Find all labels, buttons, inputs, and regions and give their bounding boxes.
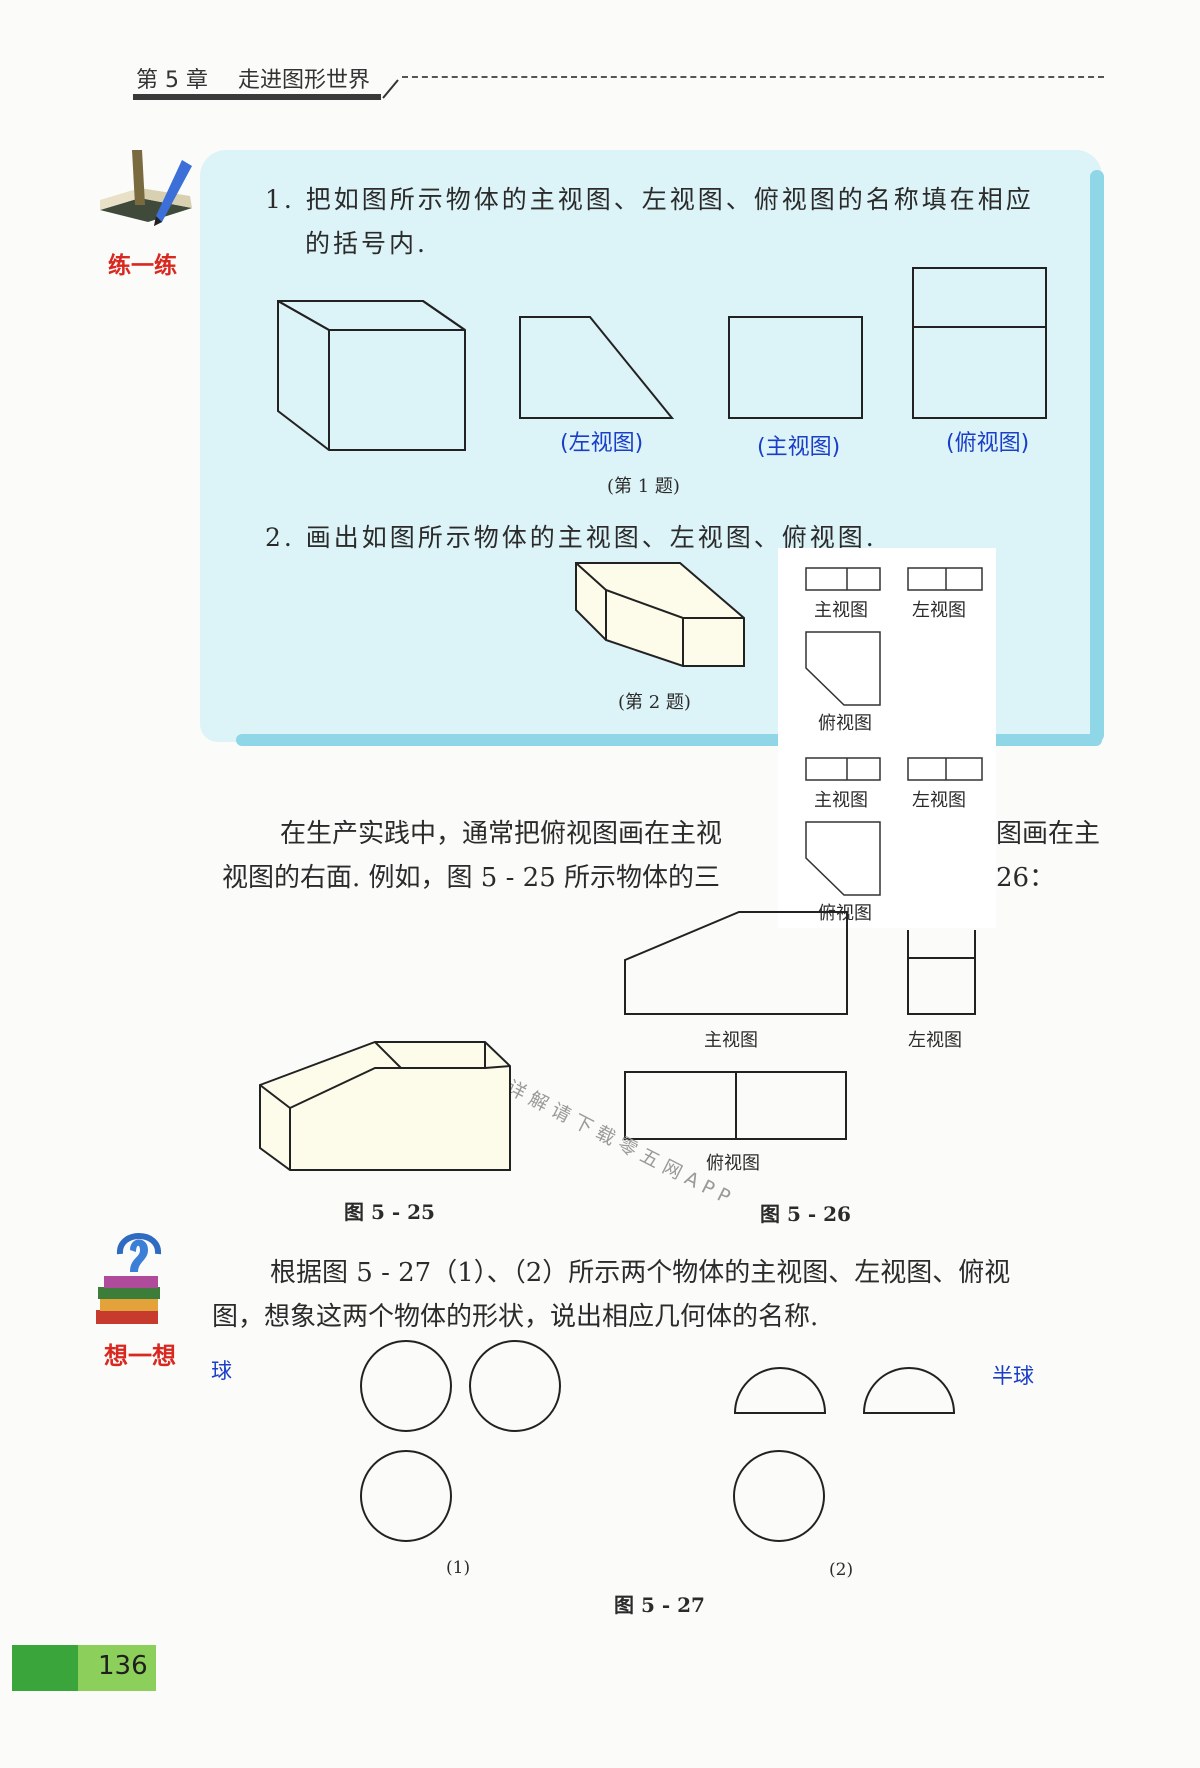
think-badge-label: 想一想 bbox=[104, 1342, 176, 1370]
answer-left-view: (左视图) bbox=[560, 431, 644, 456]
question-1-caption: (第 1 题) bbox=[607, 476, 680, 497]
answer-sketch-panel bbox=[778, 548, 996, 928]
sketch-left-label-2: 左视图 bbox=[912, 790, 966, 811]
body-line-2b: 26： bbox=[996, 863, 1056, 893]
fig27-1-left-circle bbox=[469, 1340, 561, 1432]
chapter-heading: 第 5 章 走进图形世界 bbox=[136, 62, 370, 94]
fig27-2-top-circle bbox=[733, 1450, 825, 1542]
fig27-sub-1: (1) bbox=[446, 1558, 471, 1578]
think-line-1: 根据图 5 - 27（1）、（2）所示两个物体的主视图、左视图、俯视 bbox=[270, 1258, 1011, 1288]
q1-front-view bbox=[728, 316, 863, 419]
fig27-2-front-semicircle bbox=[733, 1367, 827, 1414]
fig27-sub-2: (2) bbox=[829, 1560, 854, 1580]
answer-top-view: (俯视图) bbox=[946, 431, 1030, 456]
question-1-line-1: 1. 把如图所示物体的主视图、左视图、俯视图的名称填在相应 bbox=[265, 185, 1034, 214]
practice-badge-label: 练一练 bbox=[108, 253, 177, 279]
q1-top-view bbox=[912, 267, 1047, 419]
question-1-text: 1. 把如图所示物体的主视图、左视图、俯视图的名称填在相应 的括号内. bbox=[265, 178, 1034, 266]
header-underline bbox=[133, 94, 381, 100]
think-text: 根据图 5 - 27（1）、（2）所示两个物体的主视图、左视图、俯视 图，想象这… bbox=[212, 1251, 1010, 1339]
fig26-left-view bbox=[907, 930, 976, 1015]
sketch-left-label-1: 左视图 bbox=[912, 600, 966, 621]
fig27-1-top-circle bbox=[360, 1450, 452, 1542]
question-2-caption: (第 2 题) bbox=[618, 692, 691, 713]
body-line-1a: 在生产实践中，通常把俯视图画在主视 bbox=[280, 819, 723, 849]
sketch-front-label-2: 主视图 bbox=[814, 790, 868, 811]
answer-front-view: (主视图) bbox=[757, 435, 841, 460]
fig26-front-label: 主视图 bbox=[704, 1030, 758, 1051]
body-line-1b: 图画在主 bbox=[996, 819, 1101, 849]
fig26-caption: 图 5 - 26 bbox=[760, 1202, 851, 1226]
chapter-number: 第 5 章 bbox=[136, 68, 208, 93]
fig26-front-view bbox=[624, 911, 848, 1015]
fig26-left-label: 左视图 bbox=[908, 1030, 962, 1051]
header-dashed-rule bbox=[402, 76, 1104, 78]
sketch-top-label-1: 俯视图 bbox=[818, 713, 872, 734]
fig26-top-label: 俯视图 bbox=[706, 1153, 760, 1174]
page-number-band-light bbox=[78, 1645, 156, 1691]
q1-left-view bbox=[519, 316, 675, 419]
answer-sphere: 球 bbox=[211, 1359, 232, 1383]
think-line-2: 图，想象这两个物体的形状，说出相应几何体的名称. bbox=[212, 1302, 819, 1332]
fig27-caption: 图 5 - 27 bbox=[614, 1593, 705, 1617]
chapter-title: 走进图形世界 bbox=[237, 68, 370, 93]
answer-hemisphere: 半球 bbox=[992, 1364, 1034, 1388]
sketch-front-label-1: 主视图 bbox=[814, 600, 868, 621]
page-number: 136 bbox=[98, 1651, 148, 1681]
practice-panel-right-bar bbox=[1090, 170, 1104, 742]
question-1-line-2: 的括号内. bbox=[305, 229, 428, 258]
fig27-1-front-circle bbox=[360, 1340, 452, 1432]
sketch-top-label-2: 俯视图 bbox=[818, 903, 872, 924]
fig27-2-left-semicircle bbox=[862, 1367, 956, 1414]
fig25-caption: 图 5 - 25 bbox=[344, 1200, 435, 1224]
body-line-2a: 视图的右面. 例如，图 5 - 25 所示物体的三 bbox=[222, 863, 720, 893]
question-2-text: 2. 画出如图所示物体的主视图、左视图、俯视图. bbox=[265, 523, 877, 552]
